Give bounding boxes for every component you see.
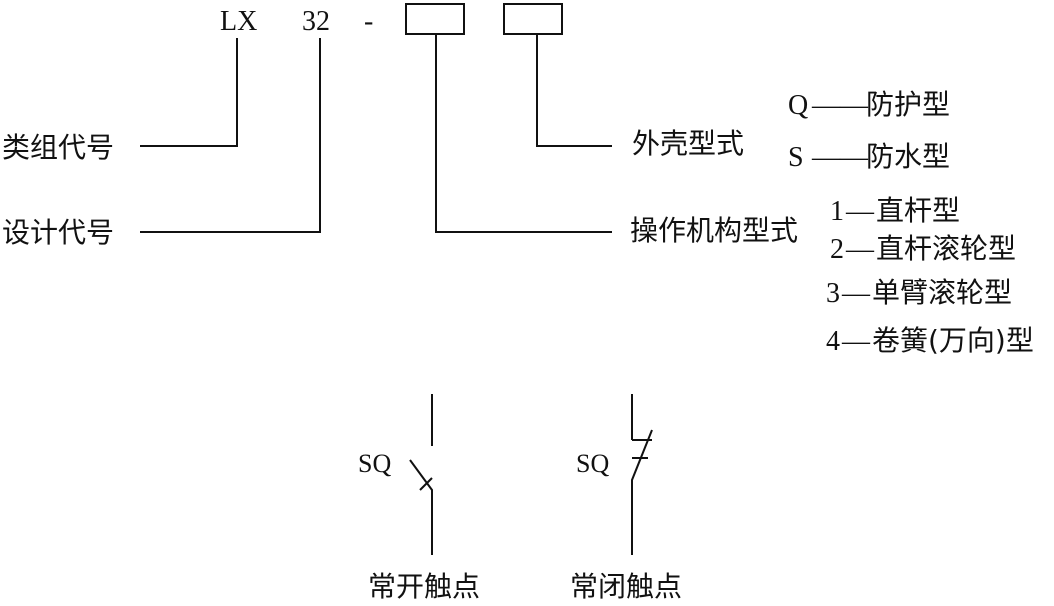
housing-option-sep: —— — [811, 142, 869, 173]
actuator-option-sep: — — [841, 326, 871, 357]
label-actuator-type: 操作机构型式 — [630, 214, 798, 247]
actuator-option-name: 卷簧(万向)型 — [872, 324, 1034, 357]
housing-option-sep: —— — [811, 90, 869, 121]
housing-option-code: S — [788, 142, 804, 173]
leader-class-group — [140, 38, 238, 147]
actuator-option-sep: — — [841, 278, 871, 309]
leader-housing-type — [536, 34, 612, 147]
actuator-option-code: 4 — [826, 326, 840, 357]
actuator-option-sep: — — [845, 234, 875, 265]
normally-open-contact-symbol: SQ 常开触点 — [358, 394, 480, 603]
code-prefix: LX — [220, 6, 257, 37]
housing-option-name: 防护型 — [866, 88, 950, 121]
actuator-option-1: 1 — 直杆型 — [830, 194, 960, 227]
actuator-option-2: 2 — 直杆滚轮型 — [830, 232, 1016, 265]
nc-contact-designator: SQ — [576, 449, 609, 478]
housing-option-name: 防水型 — [866, 140, 950, 173]
no-contact-blade — [409, 459, 433, 555]
housing-code-box — [503, 3, 563, 35]
no-contact-tick — [419, 477, 433, 491]
leader-design-code — [140, 38, 321, 233]
no-contact-designator: SQ — [358, 449, 391, 478]
code-dash: - — [364, 6, 373, 37]
label-housing-type: 外壳型式 — [632, 127, 744, 160]
actuator-option-code: 2 — [830, 234, 844, 265]
housing-option-q: Q —— 防护型 — [788, 88, 950, 121]
actuator-option-name: 直杆型 — [876, 194, 960, 227]
normally-closed-contact-symbol: SQ 常闭触点 — [570, 394, 682, 603]
housing-option-code: Q — [788, 90, 808, 121]
nc-contact-blade — [631, 429, 653, 555]
code-series: 32 — [302, 6, 330, 37]
housing-option-s: S —— 防水型 — [788, 140, 950, 173]
leader-actuator-type — [435, 34, 612, 233]
actuator-option-4: 4 — 卷簧(万向)型 — [826, 324, 1034, 357]
label-class-group-code: 类组代号 — [2, 131, 114, 164]
actuator-option-code: 1 — [830, 196, 844, 227]
no-contact-caption: 常开触点 — [368, 570, 480, 603]
actuator-option-sep: — — [845, 196, 875, 227]
label-design-code: 设计代号 — [2, 216, 114, 249]
actuator-option-name: 直杆滚轮型 — [876, 232, 1016, 265]
actuator-option-name: 单臂滚轮型 — [872, 276, 1012, 309]
nc-contact-caption: 常闭触点 — [570, 570, 682, 603]
actuator-option-3: 3 — 单臂滚轮型 — [826, 276, 1012, 309]
actuator-option-code: 3 — [826, 278, 840, 309]
actuator-code-box — [405, 3, 465, 35]
